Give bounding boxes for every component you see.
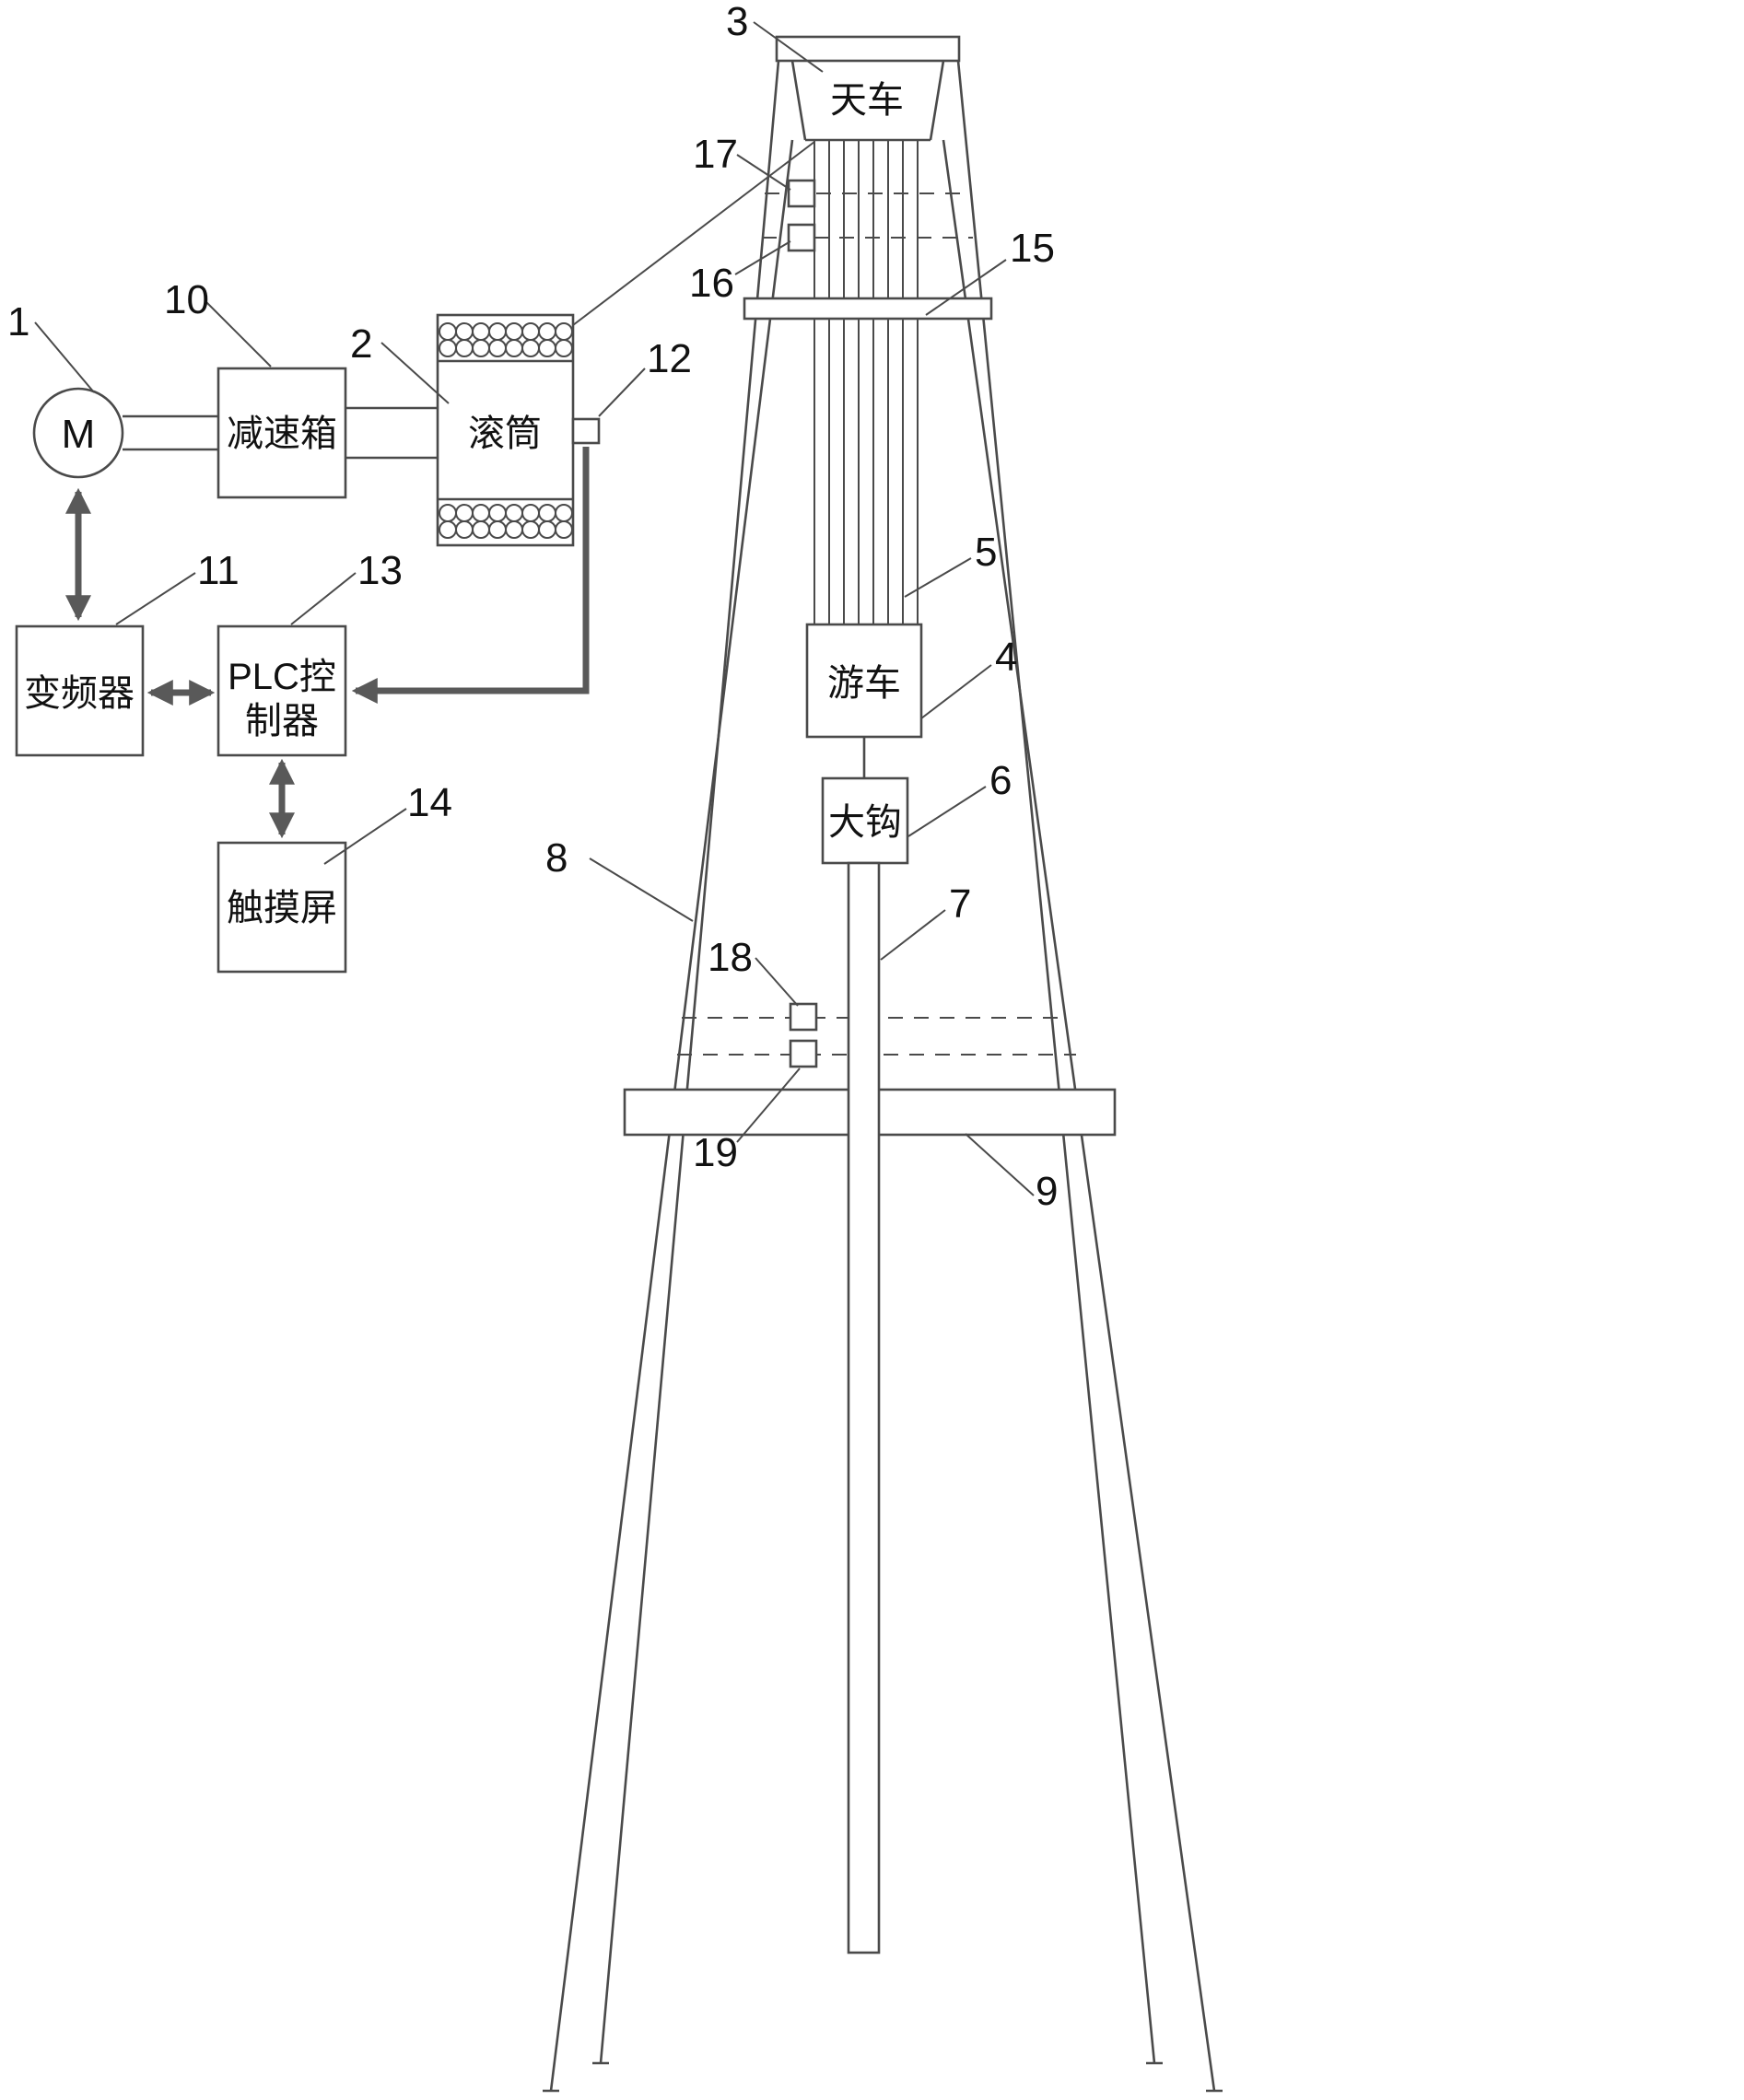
crown-block-label: 天车 bbox=[830, 80, 904, 121]
hook-box bbox=[821, 776, 909, 865]
callout-3: 3 bbox=[726, 0, 748, 44]
callout-16: 16 bbox=[689, 261, 734, 306]
callout-8: 8 bbox=[545, 835, 568, 881]
drum-sensor bbox=[571, 417, 601, 445]
callout-5: 5 bbox=[975, 530, 997, 575]
callout-13: 13 bbox=[357, 548, 403, 593]
callout-leaders bbox=[34, 21, 1035, 1196]
wire-ropes bbox=[813, 140, 919, 624]
crown-top-plate bbox=[775, 35, 961, 63]
drum-coils bbox=[439, 322, 573, 539]
callout-15: 15 bbox=[1010, 226, 1055, 271]
plc-label-line2: 制器 bbox=[245, 701, 319, 741]
fast-line bbox=[568, 141, 815, 329]
sensor-16 bbox=[787, 223, 816, 252]
callout-1: 1 bbox=[7, 299, 29, 344]
touchscreen-box bbox=[217, 841, 347, 974]
hook-label: 大钩 bbox=[828, 802, 902, 843]
sensor-17 bbox=[787, 179, 816, 208]
drum-plc-arrow bbox=[351, 447, 590, 704]
sensor-18 bbox=[789, 1002, 818, 1032]
callout-6: 6 bbox=[989, 758, 1012, 803]
callout-7: 7 bbox=[949, 881, 971, 927]
motor-label: M bbox=[62, 412, 96, 457]
sensor-19 bbox=[789, 1039, 818, 1068]
callout-17: 17 bbox=[693, 132, 738, 177]
callout-11: 11 bbox=[197, 548, 240, 593]
callout-18: 18 bbox=[708, 935, 753, 980]
shaft-connectors bbox=[123, 406, 438, 460]
traveling-block-box bbox=[805, 623, 923, 739]
plc-box bbox=[217, 624, 347, 757]
crown-block: 天车 bbox=[775, 35, 961, 142]
drill-rod bbox=[847, 861, 881, 1954]
callout-2: 2 bbox=[350, 321, 372, 367]
callout-10: 10 bbox=[164, 277, 209, 322]
gearbox-box bbox=[217, 367, 347, 499]
inverter-label: 变频器 bbox=[24, 673, 135, 714]
motor-circle bbox=[32, 387, 124, 479]
derrick-legs bbox=[543, 60, 1223, 2093]
callout-12: 12 bbox=[647, 336, 692, 381]
signal-arrows bbox=[65, 447, 590, 839]
callout-14: 14 bbox=[407, 780, 452, 825]
crossbeam bbox=[743, 297, 993, 321]
touchscreen-label: 触摸屏 bbox=[227, 888, 337, 928]
callout-numbers: 1 2 3 4 5 6 7 8 9 10 11 12 13 14 15 16 1… bbox=[7, 0, 1058, 1214]
plc-label-line1: PLC控 bbox=[228, 657, 336, 697]
callout-4: 4 bbox=[995, 635, 1017, 680]
traveling-block-label: 游车 bbox=[827, 663, 901, 704]
drum-label: 滚筒 bbox=[468, 414, 542, 454]
callout-9: 9 bbox=[1036, 1169, 1058, 1214]
gearbox-label: 减速箱 bbox=[227, 414, 337, 454]
callout-19: 19 bbox=[693, 1130, 738, 1175]
inverter-box bbox=[15, 624, 145, 757]
